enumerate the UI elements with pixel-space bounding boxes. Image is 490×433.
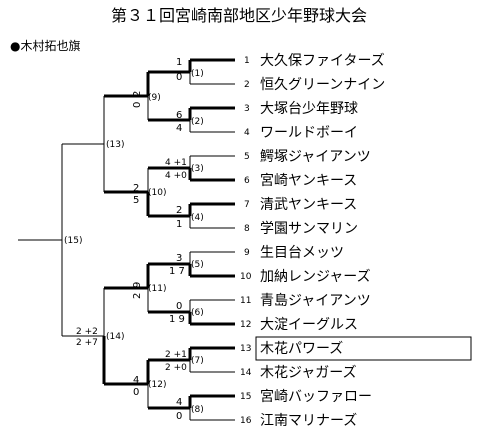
score-bottom: 2 +7 [76, 338, 98, 348]
page-title: 第３１回宮崎南部地区少年野球大会 [110, 6, 367, 25]
score-bottom: 1 [176, 219, 182, 230]
score-top: 2 [133, 183, 139, 194]
score-top: 2 [132, 91, 143, 97]
team-seed: 11 [240, 296, 251, 306]
score-top: 0 [176, 301, 182, 312]
team-name: 宮崎バッファロー [260, 389, 372, 405]
game-number: (4) [191, 213, 204, 223]
team-seed: 14 [240, 368, 252, 378]
score-bottom: 4 +0 [165, 171, 187, 181]
flag-label: ●木村拓也旗 [10, 39, 81, 53]
game-number: (10) [148, 188, 166, 198]
team-name: 学園サンマリン [260, 221, 358, 237]
team-seed: 7 [244, 200, 250, 210]
team-seed: 6 [244, 176, 250, 186]
team-name: ワールドボーイ [260, 125, 358, 141]
team-name: 生目台メッツ [260, 245, 344, 261]
champion-highlight-box [255, 336, 472, 361]
team-name: 大淀イーグルス [260, 317, 358, 333]
team-seed: 13 [240, 344, 251, 354]
game-number: (2) [191, 117, 204, 127]
team-seed: 9 [244, 248, 250, 258]
team-seed: 8 [244, 224, 250, 234]
game-number: (1) [191, 69, 204, 79]
game-number: (11) [148, 284, 166, 294]
score-bottom: 5 [133, 195, 139, 206]
score-bottom: 1 7 [169, 266, 185, 277]
score-top: 4 [176, 397, 182, 408]
round-2-games: (9) 2 0 (10) 2 5 (11) 9 2 (12) 4 0 [132, 91, 166, 398]
score-bottom: 0 [133, 387, 139, 398]
final-rounds: (13) (14) 2 +2 2 +7 (15) [64, 140, 124, 348]
game-number: (13) [106, 140, 124, 150]
winner-path-lines [102, 58, 235, 410]
score-bottom: 0 [176, 72, 182, 83]
score-bottom: 0 [176, 411, 182, 422]
score-bottom: 0 [132, 102, 143, 108]
team-seed: 12 [240, 320, 251, 330]
team-name: 江南マリナーズ [260, 413, 357, 429]
team-seed: 2 [244, 80, 250, 90]
score-top: 2 +1 [165, 350, 187, 360]
game-number: (8) [191, 405, 204, 415]
score-top: 9 [132, 282, 143, 288]
team-name: 木花ジャガーズ [260, 365, 357, 381]
team-seed: 1 [244, 56, 250, 66]
game-number: (5) [191, 260, 204, 270]
team-list: 1 大久保ファイターズ 2 恒久グリーンナイン 3 大塚台少年野球 4 ワールド… [240, 53, 472, 429]
score-top: 3 [176, 253, 182, 264]
team-name: 加納レンジャーズ [260, 269, 371, 285]
bracket-lines [18, 59, 235, 421]
score-top: 6 [176, 110, 182, 121]
team-name: 清武ヤンキース [260, 197, 357, 213]
game-number: (15) [64, 236, 82, 246]
team-seed: 15 [240, 392, 251, 402]
team-name: 宮崎ヤンキース [260, 173, 357, 189]
team-seed: 16 [240, 416, 252, 426]
game-number: (3) [191, 164, 204, 174]
team-name: 大塚台少年野球 [260, 101, 358, 117]
game-number: (7) [191, 356, 204, 366]
team-name: 恒久グリーンナイン [260, 77, 385, 93]
game-number: (12) [148, 380, 166, 390]
team-name: 大久保ファイターズ [260, 53, 385, 69]
game-number: (6) [191, 308, 204, 318]
team-name: 木花パワーズ [260, 341, 343, 357]
score-top: 4 +1 [165, 158, 187, 168]
round-1-games: (1) 1 0 (2) 6 4 (3) 4 +1 4 +0 (4) 2 1 (5… [165, 57, 204, 422]
score-bottom: 2 [132, 293, 143, 299]
team-seed: 10 [240, 272, 252, 282]
team-name: 青島ジャイアンツ [260, 293, 371, 309]
score-top: 1 [176, 57, 182, 68]
team-seed: 4 [244, 128, 250, 138]
score-bottom: 4 [176, 123, 182, 134]
game-number: (9) [148, 93, 161, 103]
game-number: (14) [106, 332, 124, 342]
score-top: 4 [133, 375, 139, 386]
team-seed: 3 [244, 104, 250, 114]
score-top: 2 [176, 205, 182, 216]
score-bottom: 1 9 [169, 314, 185, 325]
team-seed: 5 [244, 152, 250, 162]
score-top: 2 +2 [76, 327, 98, 337]
team-name: 鰐塚ジャイアンツ [260, 149, 371, 165]
score-bottom: 2 +0 [165, 363, 187, 373]
